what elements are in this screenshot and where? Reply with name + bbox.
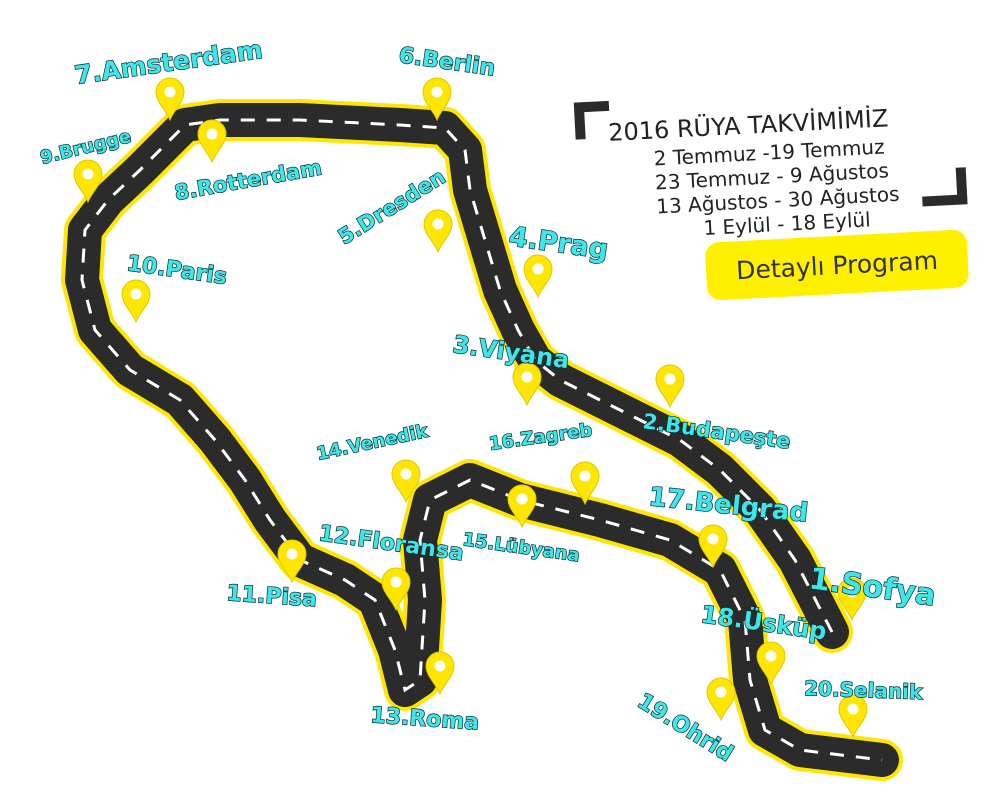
pin-venedik-icon[interactable] xyxy=(391,459,421,504)
stop-label-prag[interactable]: 4.Prag xyxy=(506,221,610,267)
pins xyxy=(73,77,868,739)
pin-dresden-icon[interactable] xyxy=(423,209,453,254)
calendar-block: 2016 RÜYA TAKVİMİMİZ 2 Temmuz -19 Temmuz… xyxy=(573,100,968,240)
pin-amsterdam-icon[interactable] xyxy=(155,77,185,122)
pin-pisa-icon[interactable] xyxy=(277,539,307,584)
stop-label-lubyana[interactable]: 15.Lübyana xyxy=(461,528,582,567)
stop-label-rotterdam[interactable]: 8.Rotterdam xyxy=(172,155,324,206)
pin-budapeste-icon[interactable] xyxy=(655,364,685,409)
pin-sofya-icon[interactable] xyxy=(837,577,867,622)
pin-belgrad-icon[interactable] xyxy=(698,524,728,569)
road-center-line xyxy=(80,118,883,762)
bracket-top-left xyxy=(573,100,610,140)
pin-roma-icon[interactable] xyxy=(425,651,455,696)
pin-prag-icon[interactable] xyxy=(523,254,553,299)
pin-uskup-icon[interactable] xyxy=(756,641,786,686)
pin-floransa-icon[interactable] xyxy=(381,567,411,612)
stop-label-venedik[interactable]: 14.Venedik xyxy=(314,420,431,466)
pin-berlin-icon[interactable] xyxy=(422,77,452,122)
pin-lubyana-icon[interactable] xyxy=(507,484,537,529)
stop-label-selanik[interactable]: 20.Selanik xyxy=(803,675,924,705)
pin-brugge-icon[interactable] xyxy=(73,159,103,204)
stop-label-roma[interactable]: 13.Roma xyxy=(369,702,481,736)
stop-label-berlin[interactable]: 6.Berlin xyxy=(396,42,497,82)
pin-zagreb-icon[interactable] xyxy=(570,461,600,506)
pin-paris-icon[interactable] xyxy=(121,279,151,324)
pin-ohrid-icon[interactable] xyxy=(706,677,736,722)
bracket-bottom-right xyxy=(922,167,968,207)
pin-rotterdam-icon[interactable] xyxy=(197,119,227,164)
pin-viyana-icon[interactable] xyxy=(512,362,542,407)
stop-label-pisa[interactable]: 11.Pisa xyxy=(225,580,319,613)
pin-selanik-icon[interactable] xyxy=(838,694,868,739)
stop-label-zagreb[interactable]: 16.Zagreb xyxy=(487,419,594,456)
